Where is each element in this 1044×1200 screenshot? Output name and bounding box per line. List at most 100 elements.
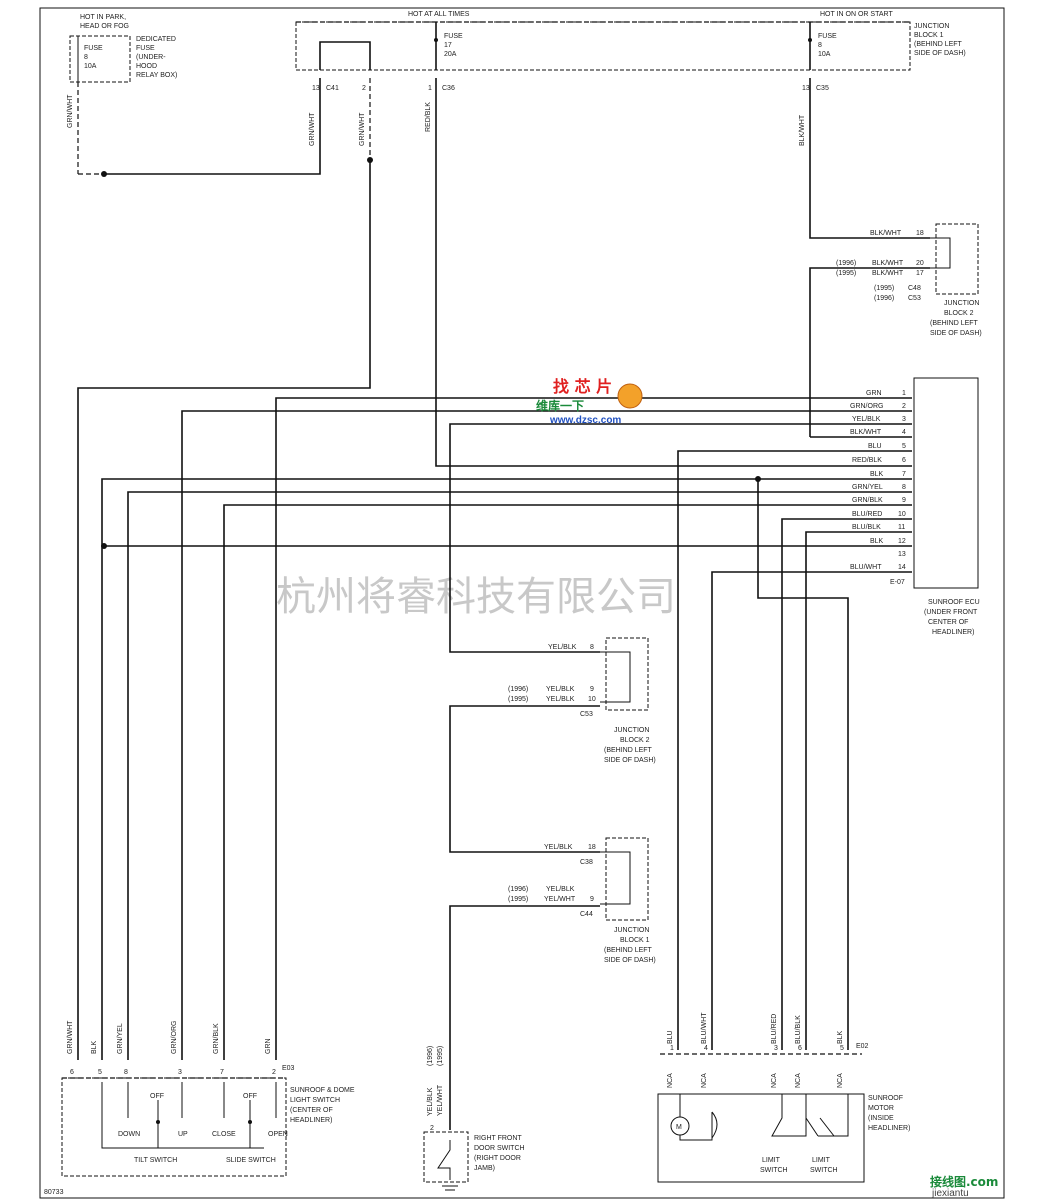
svg-text:YEL/BLK: YEL/BLK [546, 686, 575, 693]
svg-text:4: 4 [902, 429, 906, 436]
svg-text:(BEHIND LEFT: (BEHIND LEFT [604, 947, 653, 954]
sunroof-ecu-box [913, 377, 979, 589]
door-switch-box [423, 1131, 469, 1183]
svg-text:GRN/BLK: GRN/BLK [213, 1023, 220, 1054]
svg-text:NCA: NCA [701, 1073, 708, 1088]
svg-text:6: 6 [902, 457, 906, 464]
svg-text:(BEHIND LEFT: (BEHIND LEFT [914, 41, 963, 48]
svg-text:BLK/WHT: BLK/WHT [870, 230, 902, 237]
svg-text:RED/BLK: RED/BLK [425, 102, 432, 132]
svg-text:18: 18 [916, 230, 924, 237]
svg-text:7: 7 [902, 471, 906, 478]
svg-text:17: 17 [916, 270, 924, 277]
svg-text:CENTER OF: CENTER OF [928, 619, 968, 626]
svg-text:BLU: BLU [667, 1030, 674, 1044]
svg-text:C35: C35 [816, 85, 829, 92]
svg-text:BLU/BLK: BLU/BLK [795, 1015, 802, 1044]
svg-text:GRN/YEL: GRN/YEL [852, 484, 883, 491]
svg-text:SIDE OF DASH): SIDE OF DASH) [604, 957, 656, 964]
svg-text:CLOSE: CLOSE [212, 1131, 236, 1138]
label-hot-park: HOT IN PARK, [80, 14, 126, 21]
svg-text:20: 20 [916, 260, 924, 267]
svg-text:YEL/BLK: YEL/BLK [427, 1087, 434, 1116]
svg-text:(1995): (1995) [508, 896, 528, 903]
svg-text:DOOR SWITCH: DOOR SWITCH [474, 1145, 525, 1152]
svg-text:(UNDER FRONT: (UNDER FRONT [924, 609, 978, 616]
svg-text:BLK/WHT: BLK/WHT [872, 270, 904, 277]
svg-text:1: 1 [428, 85, 432, 92]
svg-text:C41: C41 [326, 85, 339, 92]
svg-text:BLK: BLK [837, 1030, 844, 1044]
svg-text:(1995): (1995) [437, 1046, 444, 1066]
svg-text:4: 4 [704, 1045, 708, 1052]
svg-text:1: 1 [670, 1045, 674, 1052]
svg-text:GRN/ORG: GRN/ORG [850, 403, 883, 410]
svg-text:GRN/ORG: GRN/ORG [171, 1021, 178, 1054]
svg-text:RED/BLK: RED/BLK [852, 457, 882, 464]
svg-text:5: 5 [840, 1045, 844, 1052]
svg-text:20A: 20A [444, 51, 457, 58]
svg-text:YEL/BLK: YEL/BLK [546, 886, 575, 893]
svg-text:HEADLINER): HEADLINER) [868, 1125, 910, 1132]
svg-text:BLU/RED: BLU/RED [852, 511, 882, 518]
svg-text:C53: C53 [908, 295, 921, 302]
svg-text:10: 10 [898, 511, 906, 518]
svg-text:(RIGHT DOOR: (RIGHT DOOR [474, 1155, 521, 1162]
svg-text:维库一下: 维库一下 [536, 398, 584, 413]
dzsc-logo: 找 芯 片 维库一下 www.dzsc.com [536, 377, 643, 426]
svg-text:3: 3 [774, 1045, 778, 1052]
svg-text:JUNCTION: JUNCTION [614, 727, 649, 734]
svg-text:HEADLINER): HEADLINER) [932, 629, 974, 636]
svg-text:8: 8 [590, 644, 594, 651]
svg-text:FUSE: FUSE [84, 45, 103, 52]
svg-text:SUNROOF: SUNROOF [868, 1095, 903, 1102]
svg-text:BLOCK 1: BLOCK 1 [914, 32, 944, 39]
svg-text:BLK: BLK [870, 471, 884, 478]
svg-text:LIMIT: LIMIT [762, 1157, 781, 1164]
svg-text:8: 8 [902, 484, 906, 491]
svg-text:(1996): (1996) [427, 1046, 434, 1066]
svg-text:1: 1 [902, 390, 906, 397]
svg-text:2: 2 [902, 403, 906, 410]
svg-text:6: 6 [70, 1069, 74, 1076]
svg-text:JUNCTION: JUNCTION [614, 927, 649, 934]
svg-text:NCA: NCA [795, 1073, 802, 1088]
svg-text:E-07: E-07 [890, 579, 905, 586]
svg-text:FUSE: FUSE [136, 45, 155, 52]
svg-text:BLK: BLK [870, 538, 884, 545]
diagram-frame [39, 7, 1005, 1199]
svg-text:BLU/WHT: BLU/WHT [701, 1012, 708, 1044]
svg-text:5: 5 [98, 1069, 102, 1076]
svg-text:接线图.com: 接线图.com [930, 1174, 998, 1189]
watermark-text: 杭州将睿科技有限公司 [276, 574, 676, 620]
svg-text:BLU: BLU [868, 443, 882, 450]
svg-text:18: 18 [588, 844, 596, 851]
svg-text:80733: 80733 [44, 1189, 64, 1196]
svg-text:11: 11 [898, 524, 905, 531]
svg-text:YEL/WHT: YEL/WHT [437, 1084, 444, 1116]
svg-text:8: 8 [84, 54, 88, 61]
svg-text:C48: C48 [908, 285, 921, 292]
svg-text:SUNROOF & DOME: SUNROOF & DOME [290, 1087, 355, 1094]
svg-text:FUSE: FUSE [444, 33, 463, 40]
junction-block-2-mid [605, 637, 649, 711]
svg-text:JUNCTION: JUNCTION [944, 300, 979, 307]
svg-text:2: 2 [362, 85, 366, 92]
svg-text:(1995): (1995) [508, 696, 528, 703]
sunroof-motor-box [657, 1093, 865, 1183]
svg-text:LIMIT: LIMIT [812, 1157, 831, 1164]
svg-text:BLK/WHT: BLK/WHT [850, 429, 882, 436]
svg-text:(UNDER-: (UNDER- [136, 54, 166, 61]
svg-text:BLK/WHT: BLK/WHT [799, 114, 806, 146]
underhood-relay-box [69, 35, 131, 83]
svg-text:GRN/YEL: GRN/YEL [117, 1023, 124, 1054]
svg-text:9: 9 [590, 686, 594, 693]
svg-text:E03: E03 [282, 1065, 295, 1072]
svg-text:10A: 10A [818, 51, 831, 58]
svg-text:(CENTER OF: (CENTER OF [290, 1107, 333, 1114]
svg-text:3: 3 [178, 1069, 182, 1076]
jiexiantu-logo: 接线图.com jiexiantu [930, 1174, 998, 1199]
svg-text:GRN/WHT: GRN/WHT [67, 1020, 74, 1054]
svg-text:OFF: OFF [150, 1093, 164, 1100]
